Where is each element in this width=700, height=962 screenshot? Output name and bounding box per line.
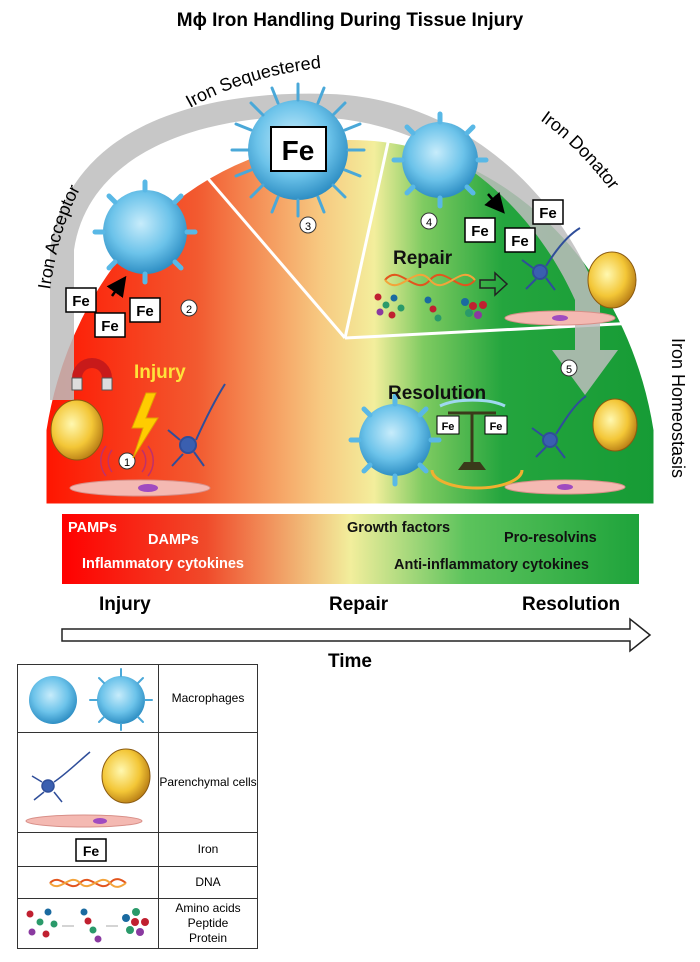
label-iron-donator: Iron Donator (538, 107, 624, 193)
hepatocyte-icon (592, 398, 638, 452)
svg-text:1: 1 (124, 457, 130, 469)
svg-text:5: 5 (566, 364, 572, 376)
neuron-icon (531, 395, 587, 459)
phase-resolution: Resolution (522, 594, 621, 615)
dna-icon (384, 273, 476, 287)
balance-scale-icon: Fe Fe (430, 398, 524, 490)
svg-text:Fe: Fe (471, 223, 489, 240)
svg-text:Fe: Fe (442, 421, 455, 433)
phase-injury: Injury (99, 594, 151, 615)
svg-text:Fe: Fe (539, 205, 557, 222)
fe-box: Fe (464, 217, 496, 243)
magnet-icon (71, 357, 113, 391)
legend-image-parenchymal (17, 732, 159, 833)
divider-left (166, 131, 347, 339)
label-damps: DAMPs (148, 532, 199, 548)
legend-label-dna: DNA (158, 866, 258, 899)
neuron-icon (167, 383, 226, 467)
label-pamps: PAMPs (68, 520, 117, 536)
page-title: Mϕ Iron Handling During Tissue Injury (176, 10, 524, 31)
lightning-icon (131, 392, 159, 459)
macrophage-donator-icon (391, 111, 489, 209)
legend-table: Macrophages Parenchymal cells Fe Iron (17, 664, 258, 949)
svg-text:Fe: Fe (101, 318, 119, 335)
arrow-icon (484, 192, 505, 214)
phase-repair: Repair (329, 594, 389, 615)
svg-text:Fe: Fe (490, 421, 503, 433)
fe-box: Fe (504, 227, 536, 253)
label-anti-inflammatory-cytokines: Anti-inflammatory cytokines (394, 557, 589, 573)
fe-box-large: Fe (270, 126, 327, 172)
fe-box: Fe (94, 312, 126, 338)
hepatocyte-icon (50, 399, 104, 461)
signal-waves-icon (99, 445, 155, 477)
legend-label-iron: Iron (158, 832, 258, 867)
svg-text:Fe: Fe (511, 233, 529, 250)
label-inflammatory-cytokines: Inflammatory cytokines (82, 556, 244, 572)
legend-image-macrophages (17, 664, 159, 733)
neuron-icon (521, 227, 581, 291)
label-injury: Injury (134, 362, 186, 383)
stage-number-4: 4 (420, 212, 438, 230)
macrophage-1-icon (92, 179, 198, 285)
legend-label-amino-acids: Amino acids Peptide Protein (158, 898, 258, 949)
stage-number-3: 3 (299, 216, 317, 234)
hollow-arrow-icon (479, 271, 509, 297)
time-label: Time (327, 651, 372, 672)
legend-label-parenchymal: Parenchymal cells (158, 732, 258, 833)
time-arrow (61, 617, 652, 653)
legend-image-dna (17, 866, 159, 899)
label-repair: Repair (393, 248, 453, 269)
legend-image-amino-acids (17, 898, 159, 949)
amino-acids-icon (374, 293, 487, 322)
divider-right (344, 320, 656, 340)
svg-text:Fe: Fe (136, 303, 154, 320)
mediator-band: PAMPs DAMPs Inflammatory cytokines Growt… (62, 514, 639, 584)
stage-number-5: 5 (560, 359, 578, 377)
svg-text:3: 3 (305, 221, 311, 233)
svg-text:4: 4 (426, 217, 432, 229)
label-growth-factors: Growth factors (347, 520, 451, 536)
svg-text:Fe: Fe (72, 293, 90, 310)
fe-box: Fe (65, 287, 97, 313)
stage-number-1: 1 (118, 452, 136, 470)
label-resolution: Resolution (388, 383, 486, 404)
macrophage-resolution-icon (348, 393, 442, 487)
hepatocyte-icon (587, 251, 637, 309)
legend-image-iron: Fe (17, 832, 159, 867)
fe-box: Fe (129, 297, 161, 323)
divider-top (343, 87, 402, 339)
stage-number-2: 2 (180, 299, 198, 317)
legend-label-macrophages: Macrophages (158, 664, 258, 733)
svg-text:Fe: Fe (282, 135, 315, 166)
svg-text:Iron Donator: Iron Donator (538, 107, 624, 193)
fe-box: Fe (532, 199, 564, 225)
svg-text:2: 2 (186, 304, 192, 316)
arrow-icon (106, 275, 127, 298)
label-iron-homeostasis: Iron Homeostasis (668, 338, 688, 478)
svg-text:Fe: Fe (83, 843, 100, 859)
label-pro-resolvins: Pro-resolvins (504, 530, 597, 546)
